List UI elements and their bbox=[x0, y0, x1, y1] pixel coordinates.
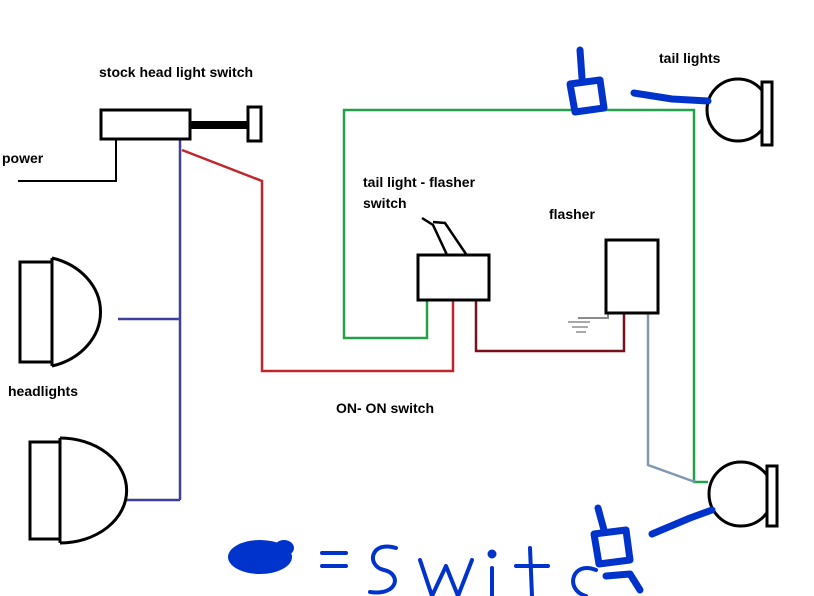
tail-lights-label: tail lights bbox=[659, 50, 721, 66]
flasher-box bbox=[604, 238, 660, 315]
tail-switch-label-line2: switch bbox=[363, 195, 407, 211]
tail-switch-label-line1: tail light - flasher bbox=[363, 174, 476, 190]
headlight-switch-label: stock head light switch bbox=[99, 64, 253, 80]
flasher-feed-wire bbox=[474, 300, 626, 353]
headlight-bottom bbox=[28, 436, 129, 545]
on-on-switch-lever bbox=[421, 216, 470, 258]
headlight-switch-body bbox=[99, 108, 192, 141]
headlight-switch-knob bbox=[246, 105, 263, 143]
on-on-switch-label: ON- ON switch bbox=[336, 400, 434, 416]
headlights-label: headlights bbox=[8, 383, 78, 399]
flasher-out-wire bbox=[646, 313, 696, 484]
red-wire bbox=[181, 148, 455, 373]
headlight-switch-shaft bbox=[190, 121, 248, 129]
tail-switch-top-marker bbox=[566, 46, 712, 116]
tail-light-bottom bbox=[707, 460, 779, 528]
power-label: power bbox=[2, 150, 44, 166]
legend-text: = switch bbox=[320, 592, 324, 595]
on-on-switch-body bbox=[416, 253, 491, 302]
ground-icon bbox=[568, 321, 590, 333]
flasher-label: flasher bbox=[549, 206, 595, 222]
power-wire bbox=[18, 140, 117, 182]
legend-equals-sign bbox=[320, 551, 348, 568]
legend-switch-handwriting bbox=[368, 544, 598, 596]
ground-wire bbox=[578, 313, 609, 319]
headlight-top bbox=[18, 256, 103, 368]
tail-switch-bottom-marker bbox=[590, 504, 716, 594]
tail-light-top bbox=[705, 77, 774, 147]
legend-switch-symbol bbox=[228, 540, 294, 574]
